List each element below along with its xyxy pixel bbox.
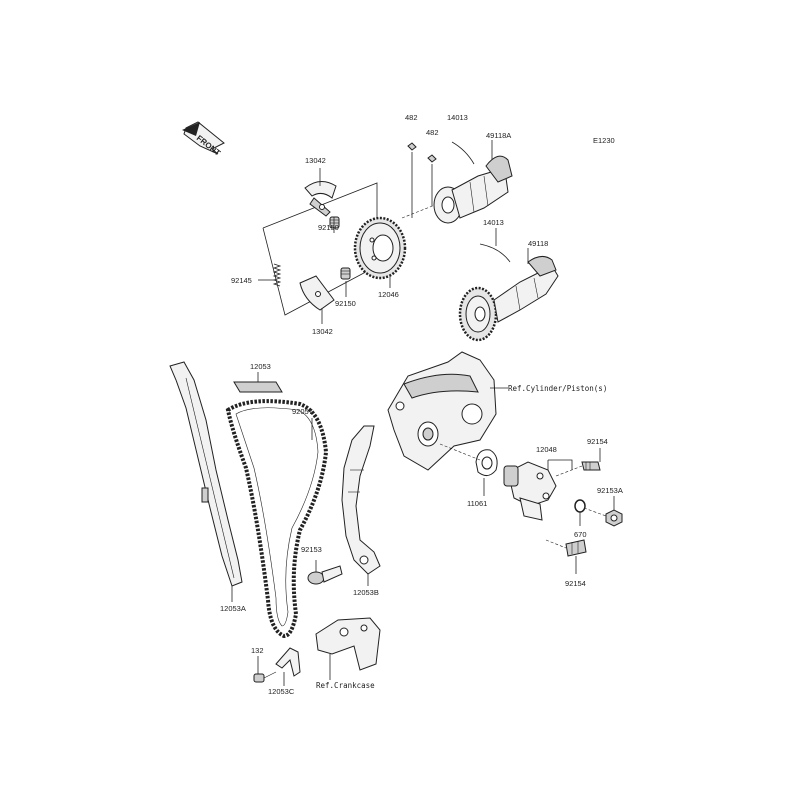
- label-92150-b: 92150: [335, 299, 356, 308]
- front-arrow-icon: FRONT: [182, 121, 225, 158]
- axis-line: [439, 443, 481, 461]
- label-11061: 11061: [467, 499, 487, 508]
- label-92154-a: 92154: [587, 437, 608, 446]
- label-12053B: 12053B: [353, 588, 379, 597]
- bolt-132: [253, 671, 277, 683]
- clip-482-a: [407, 142, 417, 151]
- axis-line: [401, 202, 441, 219]
- tensioner-guide-12053B: [341, 425, 381, 575]
- label-14013-b: 14013: [483, 218, 504, 227]
- o-ring-670: [574, 499, 586, 513]
- gasket-11061: [475, 449, 498, 476]
- camshaft-49118: [458, 256, 559, 342]
- camshaft-49118A: [433, 155, 513, 224]
- cylinder-head: [387, 351, 497, 471]
- label-92153A: 92153A: [597, 486, 623, 495]
- label-482-a: 482: [405, 113, 418, 122]
- label-49118A: 49118A: [486, 131, 511, 140]
- label-12053: 12053: [250, 362, 271, 371]
- label-92154-b: 92154: [565, 579, 586, 588]
- decompressor-weight-top: [304, 181, 337, 217]
- bolt-92154-a: [581, 461, 601, 471]
- nut-92153A: [605, 509, 623, 527]
- label-13042-top: 13042: [305, 156, 326, 165]
- label-92145: 92145: [231, 276, 252, 285]
- label-92153: 92153: [301, 545, 322, 554]
- half-ring-14013-b: [479, 243, 511, 263]
- label-670: 670: [574, 530, 587, 539]
- tensioner-12048: [503, 461, 557, 521]
- label-13042-bottom: 13042: [312, 327, 333, 336]
- label-482-b: 482: [426, 128, 439, 137]
- axis-line: [555, 465, 583, 477]
- bolt-92154-b: [565, 539, 587, 557]
- bolt-92150-a: [329, 216, 340, 229]
- label-12053A: 12053A: [220, 604, 246, 613]
- label-12046: 12046: [378, 290, 399, 299]
- label-ref-crankcase: Ref.Crankcase: [316, 681, 375, 690]
- plate-12053C: [275, 647, 301, 677]
- leader-line: [548, 459, 573, 470]
- diagram-code: E1230: [593, 136, 615, 145]
- label-14013-a: 14013: [447, 113, 468, 122]
- decompressor-weight-bottom: [299, 275, 335, 311]
- crankcase-part: [315, 617, 381, 671]
- label-12053C: 12053C: [268, 687, 295, 696]
- half-ring-14013-a: [451, 141, 475, 165]
- axis-line: [583, 507, 607, 517]
- guide-plate-12053: [233, 381, 283, 393]
- label-ref-cylinder: Ref.Cylinder/Piston(s): [508, 384, 607, 393]
- clip-482-b: [427, 154, 437, 163]
- chain-guide-12053A: [169, 361, 243, 587]
- bolt-92150-b: [340, 267, 351, 280]
- bolt-92153: [307, 565, 343, 585]
- label-132: 132: [251, 646, 264, 655]
- cam-sprocket-12046: [353, 216, 407, 280]
- label-12048: 12048: [536, 445, 557, 454]
- spring-92145: [272, 263, 282, 287]
- label-92057: 92057: [292, 407, 313, 416]
- axis-line: [545, 539, 567, 549]
- cam-chain-92057: [225, 399, 329, 639]
- label-49118: 49118: [528, 239, 548, 248]
- label-92150-a: 92150: [318, 223, 339, 232]
